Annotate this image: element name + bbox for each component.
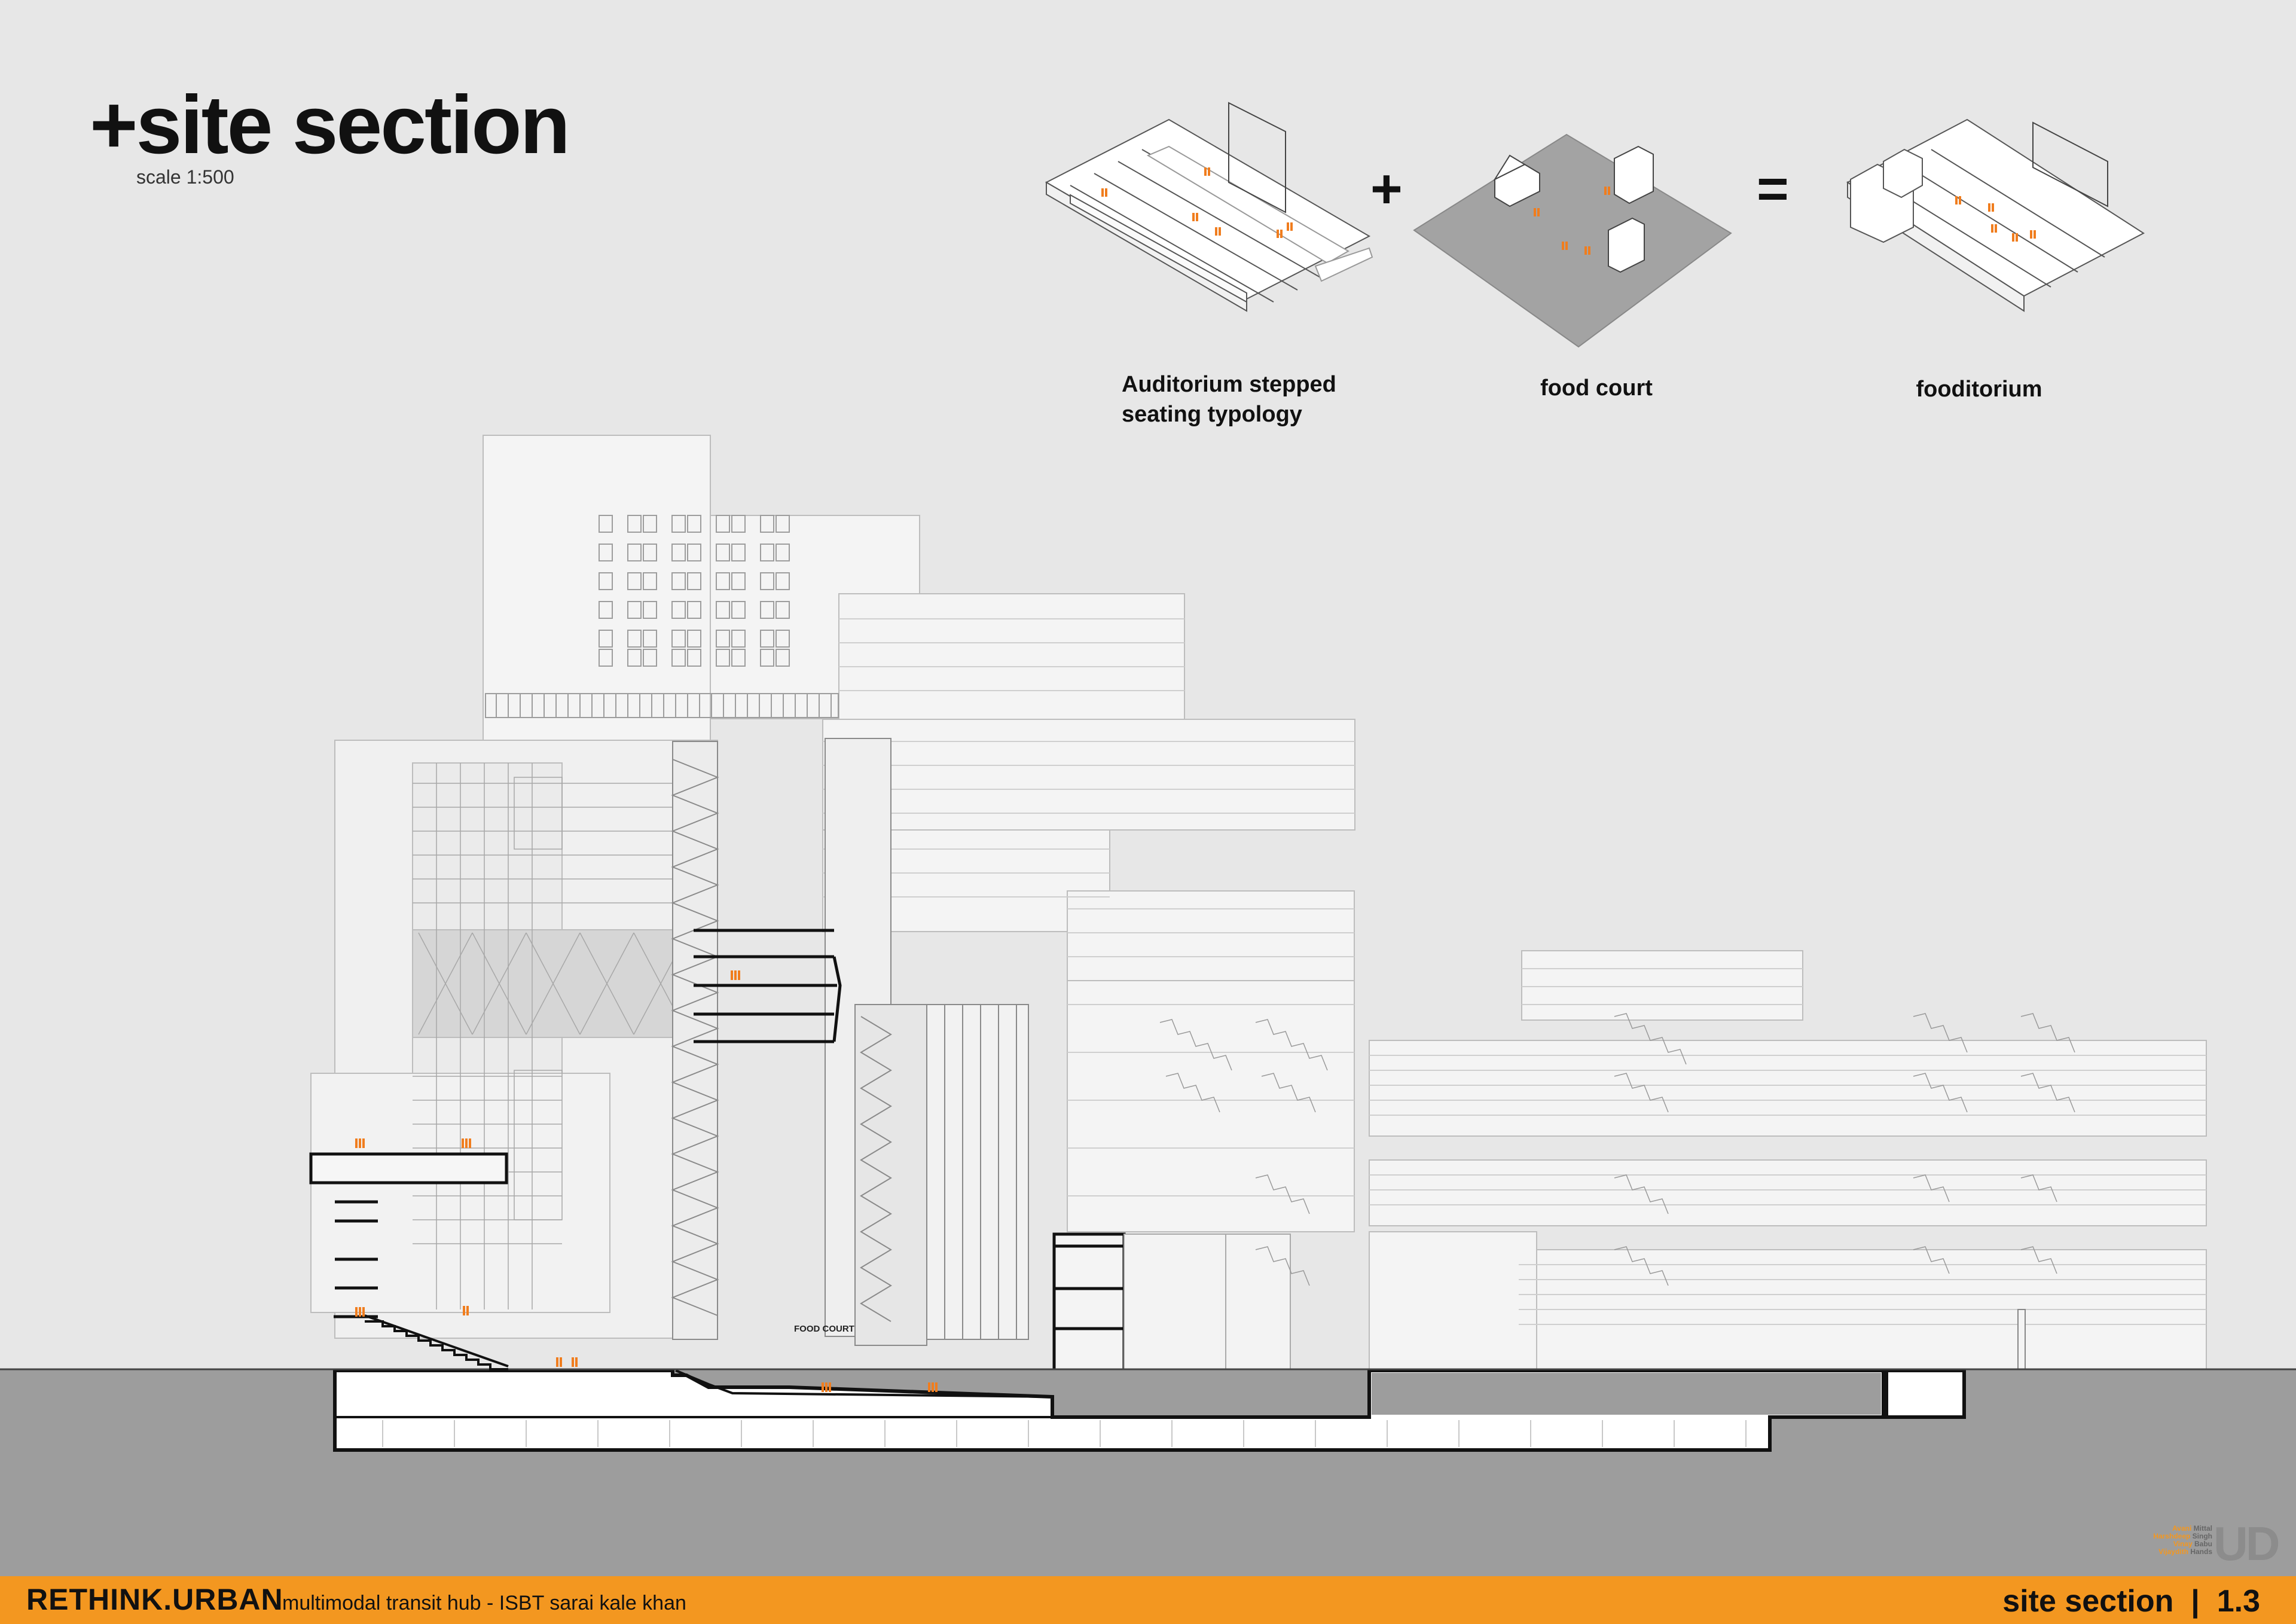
- logo-name-row: Vijaydith Hands: [2105, 1548, 2212, 1556]
- logo-first-name: Vijaydith: [2158, 1547, 2188, 1556]
- logo-first-name: Harshdeep: [2153, 1532, 2191, 1540]
- caption-auditorium: Auditorium stepped seating typology: [1122, 370, 1373, 429]
- stair-clusters-right: [1159, 1013, 2075, 1286]
- metro-box: [1885, 1369, 1966, 1419]
- logo-first-name: Vinay: [2173, 1540, 2193, 1548]
- auditorium-diagram: [1045, 102, 1373, 312]
- project-subtitle: multimodal transit hub - ISBT sarai kale…: [282, 1592, 686, 1614]
- caption-auditorium-line1: Auditorium stepped: [1122, 372, 1336, 397]
- entry-stair: [364, 1314, 509, 1370]
- food-court-label: FOOD COURT: [794, 1324, 854, 1334]
- louvre-strip: [485, 693, 839, 718]
- logo-first-name: Avani: [2172, 1524, 2192, 1533]
- caption-fooditorium: fooditorium: [1916, 377, 2042, 402]
- plus-operator: +: [1370, 158, 1403, 219]
- brand-name: RETHINK.URBAN: [26, 1583, 283, 1616]
- right-podium-frame: [1123, 1234, 1291, 1384]
- logo-names: Avani Mittal Harshdeep Singh Vinay Babu …: [2105, 1525, 2212, 1556]
- people-markers-section: [355, 970, 938, 1392]
- people-markers-concept: [1101, 167, 2036, 255]
- left-midrise-block: [310, 740, 718, 1339]
- left-block-grid: [413, 763, 694, 1309]
- background-towers: [483, 435, 2207, 1370]
- page-title: +site section: [90, 79, 570, 171]
- plaza-void: [1372, 1373, 1881, 1415]
- sky-bridge: [694, 929, 842, 1043]
- logo-last-name: Mittal: [2193, 1524, 2212, 1533]
- logo-mark: UD: [2213, 1517, 2280, 1570]
- logo-last-name: Hands: [2190, 1547, 2212, 1556]
- sheet-label: site section | 1.3: [2002, 1584, 2260, 1619]
- fooditorium-diagram: [1846, 118, 2145, 312]
- equals-operator: =: [1757, 158, 1789, 219]
- left-cantilever-slabs: [309, 1152, 508, 1318]
- logo-last-name: Babu: [2194, 1540, 2212, 1548]
- logo-last-name: Singh: [2192, 1532, 2212, 1540]
- foodcourt-diagram: [1413, 133, 1732, 348]
- basement-columns: [382, 1420, 1747, 1447]
- footer-bar: [0, 1576, 2296, 1624]
- floor-lines: [823, 618, 2206, 1325]
- logo-name-row: Avani Mittal: [2105, 1525, 2212, 1533]
- tower-windows: [599, 515, 790, 667]
- caption-auditorium-line2: seating typology: [1122, 402, 1302, 427]
- scale-label: scale 1:500: [136, 166, 234, 188]
- logo-name-row: Harshdeep Singh: [2105, 1533, 2212, 1540]
- basement-inner-lines: [335, 1369, 1369, 1418]
- caption-food-court: food court: [1540, 376, 1653, 401]
- logo-name-row: Vinay Babu: [2105, 1540, 2212, 1548]
- ud-logo: Avani Mittal Harshdeep Singh Vinay Babu …: [2105, 1520, 2280, 1571]
- stair-core-center: [825, 738, 1029, 1346]
- column-right: [2017, 1309, 2026, 1370]
